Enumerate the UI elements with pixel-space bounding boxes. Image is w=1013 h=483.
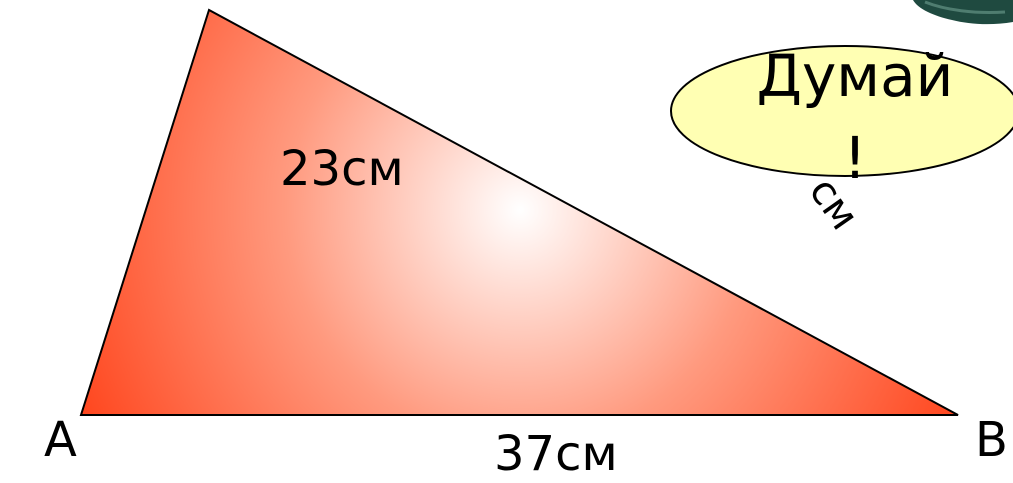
character-icon [913, 0, 1013, 25]
bubble-ellipse [670, 45, 1013, 177]
side-left-label: 23см [280, 141, 404, 197]
bubble-text-line1: Думай [757, 42, 954, 110]
bubble-text-line2: ! [843, 124, 866, 192]
triangle-shape [79, 8, 959, 416]
side-bottom-label: 37см [494, 426, 618, 482]
thought-bubble: Думай ! [670, 42, 1013, 192]
vertex-b-label: B [975, 412, 1008, 468]
vertex-a-label: A [44, 412, 77, 468]
